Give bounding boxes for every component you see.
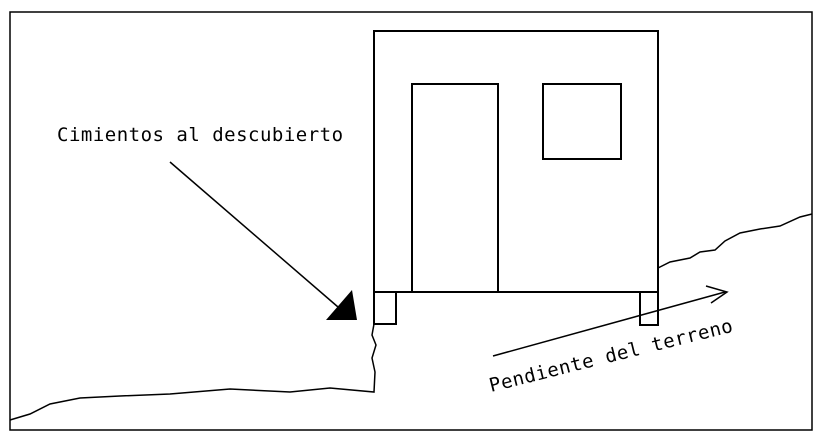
door bbox=[411, 83, 499, 293]
window bbox=[542, 83, 622, 160]
terrain-line-right bbox=[657, 213, 813, 269]
label-exposed-foundation: Cimientos al descubierto bbox=[57, 124, 344, 146]
leader-arrowhead bbox=[326, 290, 357, 320]
foundation-footing-right bbox=[639, 291, 659, 326]
slope-arrowhead bbox=[705, 285, 729, 304]
diagram-frame bbox=[9, 11, 813, 431]
house-wall bbox=[373, 30, 659, 293]
terrain-line-left bbox=[9, 323, 377, 421]
leader-line bbox=[169, 161, 339, 308]
foundation-footing-left bbox=[373, 291, 397, 325]
slope-arrow-line bbox=[492, 291, 726, 357]
label-terrain-slope: Pendiente del terreno bbox=[487, 315, 736, 397]
